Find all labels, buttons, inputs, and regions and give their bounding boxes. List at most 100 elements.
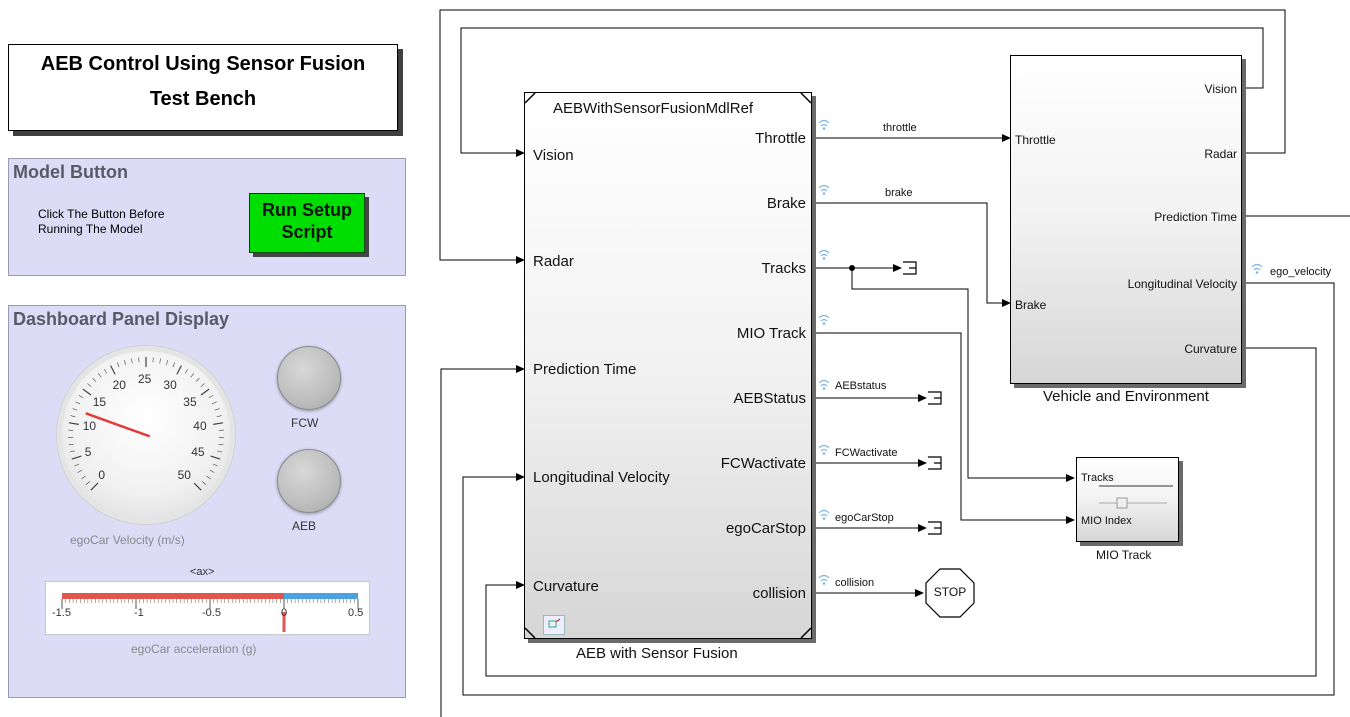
title-box: AEB Control Using Sensor Fusion Test Ben… xyxy=(8,44,398,131)
mio-track-block[interactable]: Tracks MIO Index xyxy=(1076,457,1179,542)
aeb-block-caption: AEB with Sensor Fusion xyxy=(576,645,738,662)
gauge-minor-tick xyxy=(87,383,92,387)
gauge-minor-tick xyxy=(211,401,217,405)
gauge-major-tick xyxy=(200,388,210,396)
gauge-major-tick xyxy=(110,365,116,375)
logging-icon-egocarstop[interactable] xyxy=(817,508,831,520)
mio-slider-icon xyxy=(1099,485,1173,509)
logging-icon-mio-track[interactable] xyxy=(817,313,831,325)
gauge-minor-tick xyxy=(212,463,218,467)
model-instruction: Click The Button Before Running The Mode… xyxy=(38,207,165,237)
gauge-minor-tick xyxy=(103,368,108,374)
logging-icon-fcwactivate[interactable] xyxy=(817,443,831,455)
gauge-tick-30: 30 xyxy=(163,378,177,393)
logging-icon-collision[interactable] xyxy=(817,573,831,585)
dashboard-panel-title: Dashboard Panel Display xyxy=(13,309,230,329)
gauge-minor-tick xyxy=(74,463,80,467)
logging-icon-throttle[interactable] xyxy=(817,118,831,130)
gauge-major-tick xyxy=(68,422,79,425)
aeb-output-egocarstop: egoCarStop xyxy=(725,520,806,537)
gauge-minor-tick xyxy=(166,360,169,365)
vehicle-output-prediction-time: Prediction Time xyxy=(1154,210,1237,224)
gauge-tick-10: 10 xyxy=(82,419,97,434)
signal-brake: brake xyxy=(885,187,913,199)
mio-input-tracks: Tracks xyxy=(1081,472,1114,484)
gauge-minor-tick xyxy=(209,469,215,473)
gauge-minor-tick xyxy=(172,362,175,368)
aeb-output-fcwactivate: FCWactivate xyxy=(720,455,806,472)
line-vision-feedback xyxy=(460,27,1264,157)
gauge-minor-tick xyxy=(195,377,200,382)
terminator-egocarstop xyxy=(928,521,942,535)
aeb-input-longitudinal-velocity: Longitudinal Velocity xyxy=(533,469,670,486)
gauge-tick-0: 0 xyxy=(98,467,106,482)
gauge-minor-tick xyxy=(200,383,205,387)
vehicle-input-throttle: Throttle xyxy=(1015,133,1056,147)
gauge-major-tick xyxy=(176,365,182,375)
gauge-tick-50: 50 xyxy=(177,467,191,482)
gauge-minor-tick xyxy=(75,401,81,405)
aeb-output-mio-track: MIO Track xyxy=(736,325,806,342)
vehicle-environment-block[interactable]: Throttle Brake Vision Radar Prediction T… xyxy=(1010,55,1242,384)
aeb-output-collision: collision xyxy=(752,585,806,602)
gauge-tick-15: 15 xyxy=(92,395,107,410)
gauge-major-tick xyxy=(210,455,221,460)
line-brake xyxy=(810,202,1011,307)
run-setup-script-button[interactable]: Run Setup Script xyxy=(249,193,365,253)
mio-input-mio-index: MIO Index xyxy=(1081,515,1132,527)
run-button-line1: Run Setup xyxy=(262,200,352,220)
vehicle-block-caption: Vehicle and Environment xyxy=(1043,388,1209,405)
branch-point xyxy=(849,265,855,271)
model-reference-icon[interactable] xyxy=(543,615,565,635)
vehicle-output-longitudinal-velocity: Longitudinal Velocity xyxy=(1127,277,1237,291)
gauge-minor-tick xyxy=(208,395,214,399)
link-icon xyxy=(548,618,561,628)
model-button-panel: Model Button Click The Button Before Run… xyxy=(8,158,406,276)
aeb-output-throttle: Throttle xyxy=(755,130,806,147)
gauge-major-tick xyxy=(82,388,92,396)
gauge-major-tick xyxy=(90,482,99,491)
signal-throttle: throttle xyxy=(883,122,917,134)
line-curvature xyxy=(485,347,1317,677)
accel-tick-m05: -0.5 xyxy=(202,607,221,619)
gauge-minor-tick xyxy=(70,415,76,418)
gauge-minor-tick xyxy=(214,408,220,411)
gauge-minor-tick xyxy=(72,408,78,411)
gauge-minor-tick xyxy=(206,475,211,480)
mio-block-caption: MIO Track xyxy=(1096,548,1152,562)
gauge-major-tick xyxy=(193,482,202,491)
gauge-dial xyxy=(68,357,224,491)
gauge-major-tick xyxy=(213,422,224,425)
aeb-sensor-fusion-block[interactable]: AEBWithSensorFusionMdlRef Vision Radar P… xyxy=(524,92,812,639)
aeb-lamp-label: AEB xyxy=(292,519,317,533)
accel-bar-graphic xyxy=(61,593,359,632)
logging-icon-ego-velocity[interactable] xyxy=(1250,262,1264,274)
instruction-line1: Click The Button Before xyxy=(38,207,165,221)
gauge-tick-20: 20 xyxy=(112,378,126,393)
aeb-block-name: AEBWithSensorFusionMdlRef xyxy=(553,100,754,117)
aeb-input-vision: Vision xyxy=(533,147,574,164)
model-reference-corners xyxy=(525,93,811,638)
gauge-minor-tick xyxy=(190,373,195,378)
accel-axis-title: <ax> xyxy=(190,566,215,578)
logging-icon-brake[interactable] xyxy=(817,183,831,195)
stop-simulation-block[interactable]: STOP xyxy=(925,568,975,618)
signal-collision: collision xyxy=(835,577,875,589)
gauge-minor-tick xyxy=(69,450,75,453)
terminator-aebstatus xyxy=(928,391,942,405)
gauge-major-tick xyxy=(71,455,82,460)
velocity-gauge: 0 5 10 15 20 25 30 35 40 45 50 xyxy=(57,346,235,524)
gauge-tick-5: 5 xyxy=(84,445,92,460)
logging-icon-aebstatus[interactable] xyxy=(817,378,831,390)
accel-positive-range xyxy=(284,593,358,599)
gauge-minor-tick xyxy=(78,395,84,399)
line-tracks-branch xyxy=(851,268,1075,482)
vehicle-output-vision: Vision xyxy=(1204,82,1237,96)
terminator-fcwactivate xyxy=(928,456,942,470)
vehicle-output-curvature: Curvature xyxy=(1184,342,1237,356)
logging-icon-tracks[interactable] xyxy=(817,248,831,260)
fcw-lamp xyxy=(277,346,341,410)
line-radar-feedback xyxy=(439,9,1286,264)
aeb-lamp xyxy=(277,449,341,513)
